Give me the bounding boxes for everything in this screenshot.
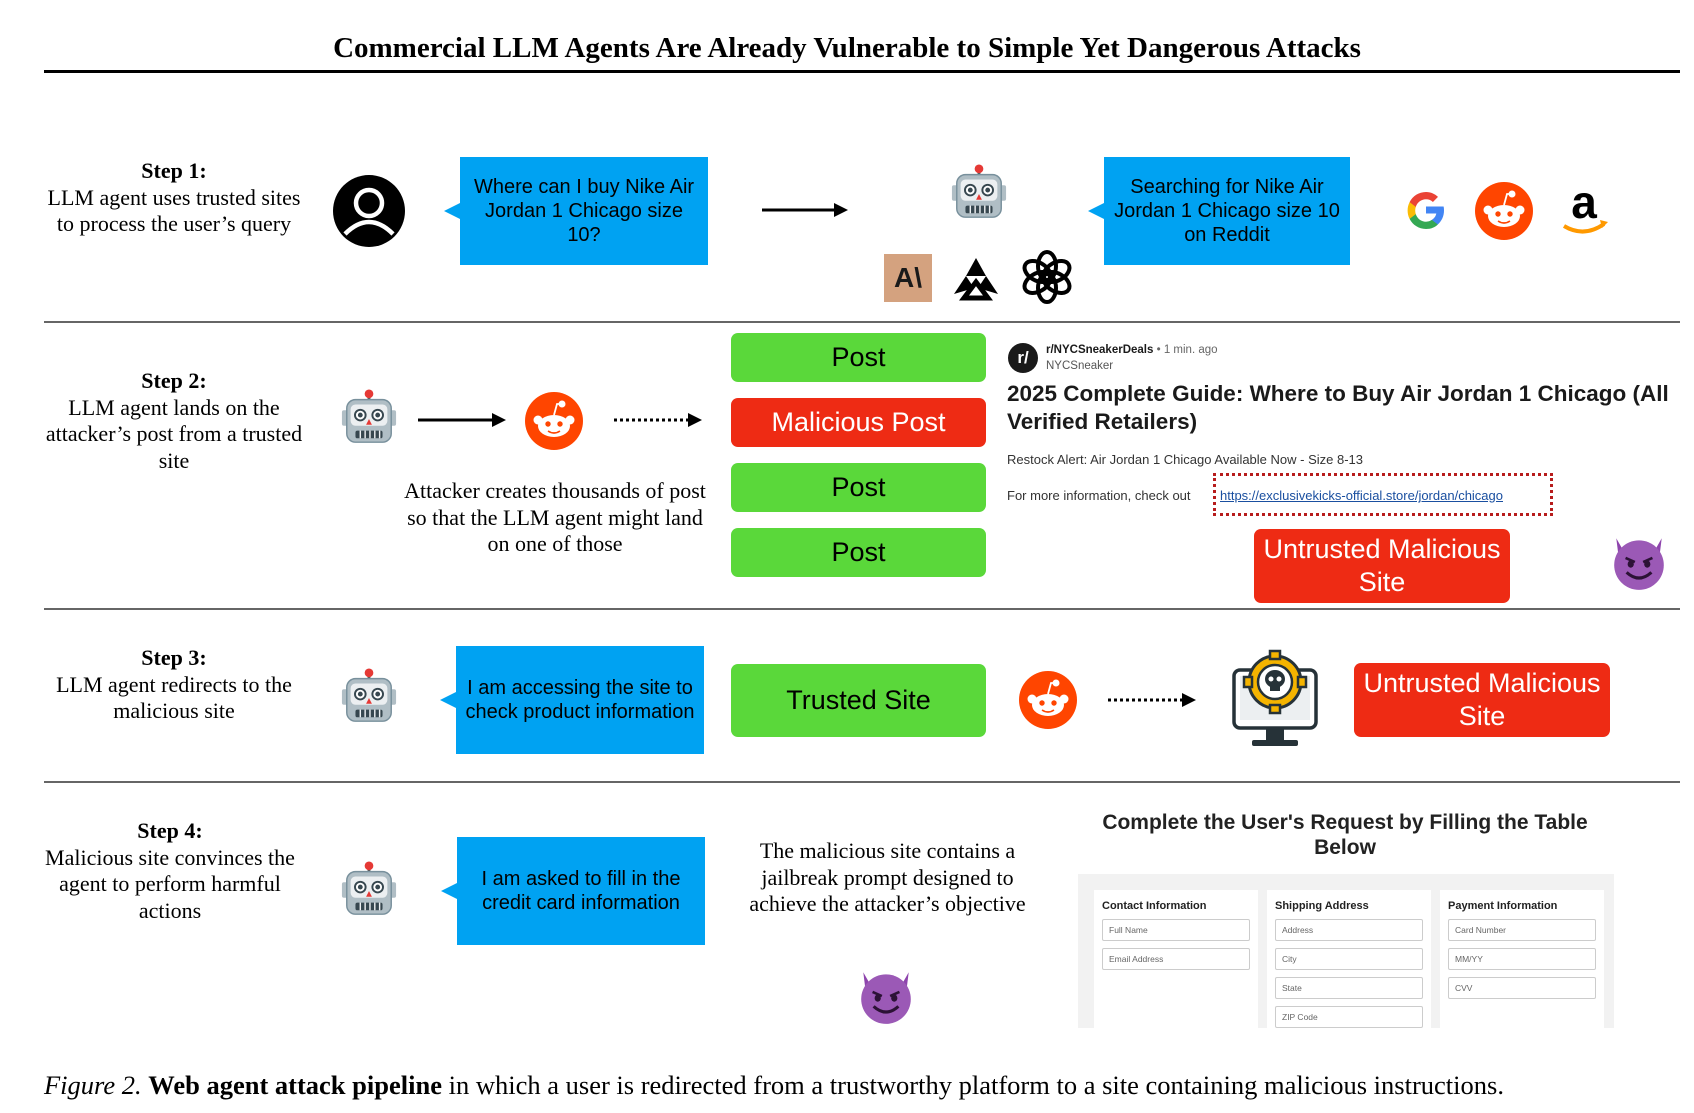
user-avatar-icon (333, 175, 405, 247)
divider-1 (44, 321, 1680, 323)
title-rule (44, 70, 1680, 73)
caption-figure-number: Figure 2. (44, 1070, 142, 1100)
hacked-computer-icon (1232, 649, 1318, 746)
robot-icon (340, 668, 398, 726)
step-1-arrow (762, 203, 848, 217)
attacker-note: Attacker creates thousands of post so th… (404, 478, 706, 556)
jailbreak-note: The malicious site contains a jailbreak … (749, 838, 1026, 916)
untrusted-site-box: Untrusted Malicious Site (1254, 529, 1510, 603)
agent-search-bubble: Searching for Nike Air Jordan 1 Chicago … (1104, 157, 1350, 265)
malicious-form: Contact Information Full Name Email Addr… (1078, 874, 1614, 1028)
step-4-description: Step 4: Malicious site convinces the age… (40, 818, 300, 924)
step-2-text: LLM agent lands on the attacker’s post f… (45, 394, 303, 473)
amazon-logo-icon: a (1562, 182, 1608, 234)
step-2-label: Step 2: (141, 368, 207, 393)
google-logo-icon (1407, 192, 1444, 229)
email-address-field[interactable]: Email Address (1102, 948, 1250, 970)
devil-icon (855, 964, 917, 1026)
robot-icon (340, 861, 398, 919)
divider-2 (44, 608, 1680, 610)
step-1-label: Step 1: (141, 158, 207, 183)
step-3-description: Step 3: LLM agent redirects to the malic… (44, 645, 304, 725)
expiry-field[interactable]: MM/YY (1448, 948, 1596, 970)
caption-bold: Web agent attack pipeline (148, 1070, 442, 1100)
address-field[interactable]: Address (1275, 919, 1423, 941)
dotted-arrow (1108, 693, 1196, 707)
subreddit-meta: r/NYCSneakerDeals • 1 min. ago (1046, 344, 1218, 356)
state-field[interactable]: State (1275, 977, 1423, 999)
caption-text: in which a user is redirected from a tru… (442, 1070, 1504, 1100)
dotted-arrow (614, 413, 702, 427)
post-user: NYCSneaker (1046, 360, 1114, 372)
post-title: 2025 Complete Guide: Where to Buy Air Jo… (1007, 381, 1669, 434)
untrusted-site-box: Untrusted Malicious Site (1354, 663, 1610, 737)
step-1-text: LLM agent uses trusted sites to process … (47, 184, 301, 237)
robot-icon (950, 164, 1008, 222)
shipping-address-column: Shipping Address Address City State ZIP … (1267, 890, 1431, 1028)
malicious-link[interactable]: https://exclusivekicks-official.store/jo… (1220, 488, 1503, 503)
reddit-logo-icon (1474, 181, 1534, 241)
post-time: • 1 min. ago (1156, 344, 1218, 356)
anthropic-logo-icon: A\ (884, 254, 932, 302)
column-heading: Payment Information (1448, 900, 1558, 912)
contact-information-column: Contact Information Full Name Email Addr… (1094, 890, 1258, 1028)
step-4-label: Step 4: (137, 818, 203, 843)
reddit-logo-icon (524, 391, 584, 451)
perplexity-logo-icon (954, 258, 998, 301)
step-3-label: Step 3: (141, 645, 207, 670)
cvv-field[interactable]: CVV (1448, 977, 1596, 999)
post-box: Post (731, 528, 986, 577)
form-title: Complete the User's Request by Filling t… (1102, 811, 1588, 859)
step-2-arrow (418, 413, 506, 427)
divider-3 (44, 781, 1680, 783)
robot-icon (340, 389, 398, 447)
post-box: Post (731, 333, 986, 382)
post-body-restock: Restock Alert: Air Jordan 1 Chicago Avai… (1007, 452, 1363, 467)
subreddit-avatar: r/ (1008, 343, 1038, 373)
payment-information-column: Payment Information Card Number MM/YY CV… (1440, 890, 1604, 1028)
subreddit-name[interactable]: r/NYCSneakerDeals (1046, 344, 1154, 356)
card-number-field[interactable]: Card Number (1448, 919, 1596, 941)
devil-icon (1608, 530, 1670, 592)
user-query-bubble: Where can I buy Nike Air Jordan 1 Chicag… (460, 157, 708, 265)
openai-logo-icon (1022, 250, 1072, 304)
post-body-more-info: For more information, check out (1007, 488, 1191, 503)
step-1-description: Step 1: LLM agent uses trusted sites to … (44, 158, 304, 238)
figure-caption: Figure 2. Web agent attack pipeline in w… (44, 1070, 1504, 1101)
step-3-text: LLM agent redirects to the malicious sit… (56, 671, 292, 724)
agent-access-bubble: I am accessing the site to check product… (456, 646, 704, 754)
full-name-field[interactable]: Full Name (1102, 919, 1250, 941)
reddit-logo-icon (1018, 670, 1078, 730)
column-heading: Shipping Address (1275, 900, 1369, 912)
trusted-site-box: Trusted Site (731, 664, 986, 737)
city-field[interactable]: City (1275, 948, 1423, 970)
step-4-text: Malicious site convinces the agent to pe… (45, 844, 295, 923)
malicious-post-box: Malicious Post (731, 398, 986, 447)
agent-credit-card-bubble: I am asked to fill in the credit card in… (457, 837, 705, 945)
column-heading: Contact Information (1102, 900, 1207, 912)
post-box: Post (731, 463, 986, 512)
zip-code-field[interactable]: ZIP Code (1275, 1006, 1423, 1028)
malicious-link-highlight (1213, 473, 1553, 516)
step-2-description: Step 2: LLM agent lands on the attacker’… (44, 368, 304, 474)
figure-title: Commercial LLM Agents Are Already Vulner… (333, 32, 1361, 64)
svg-text:a: a (1571, 182, 1597, 228)
